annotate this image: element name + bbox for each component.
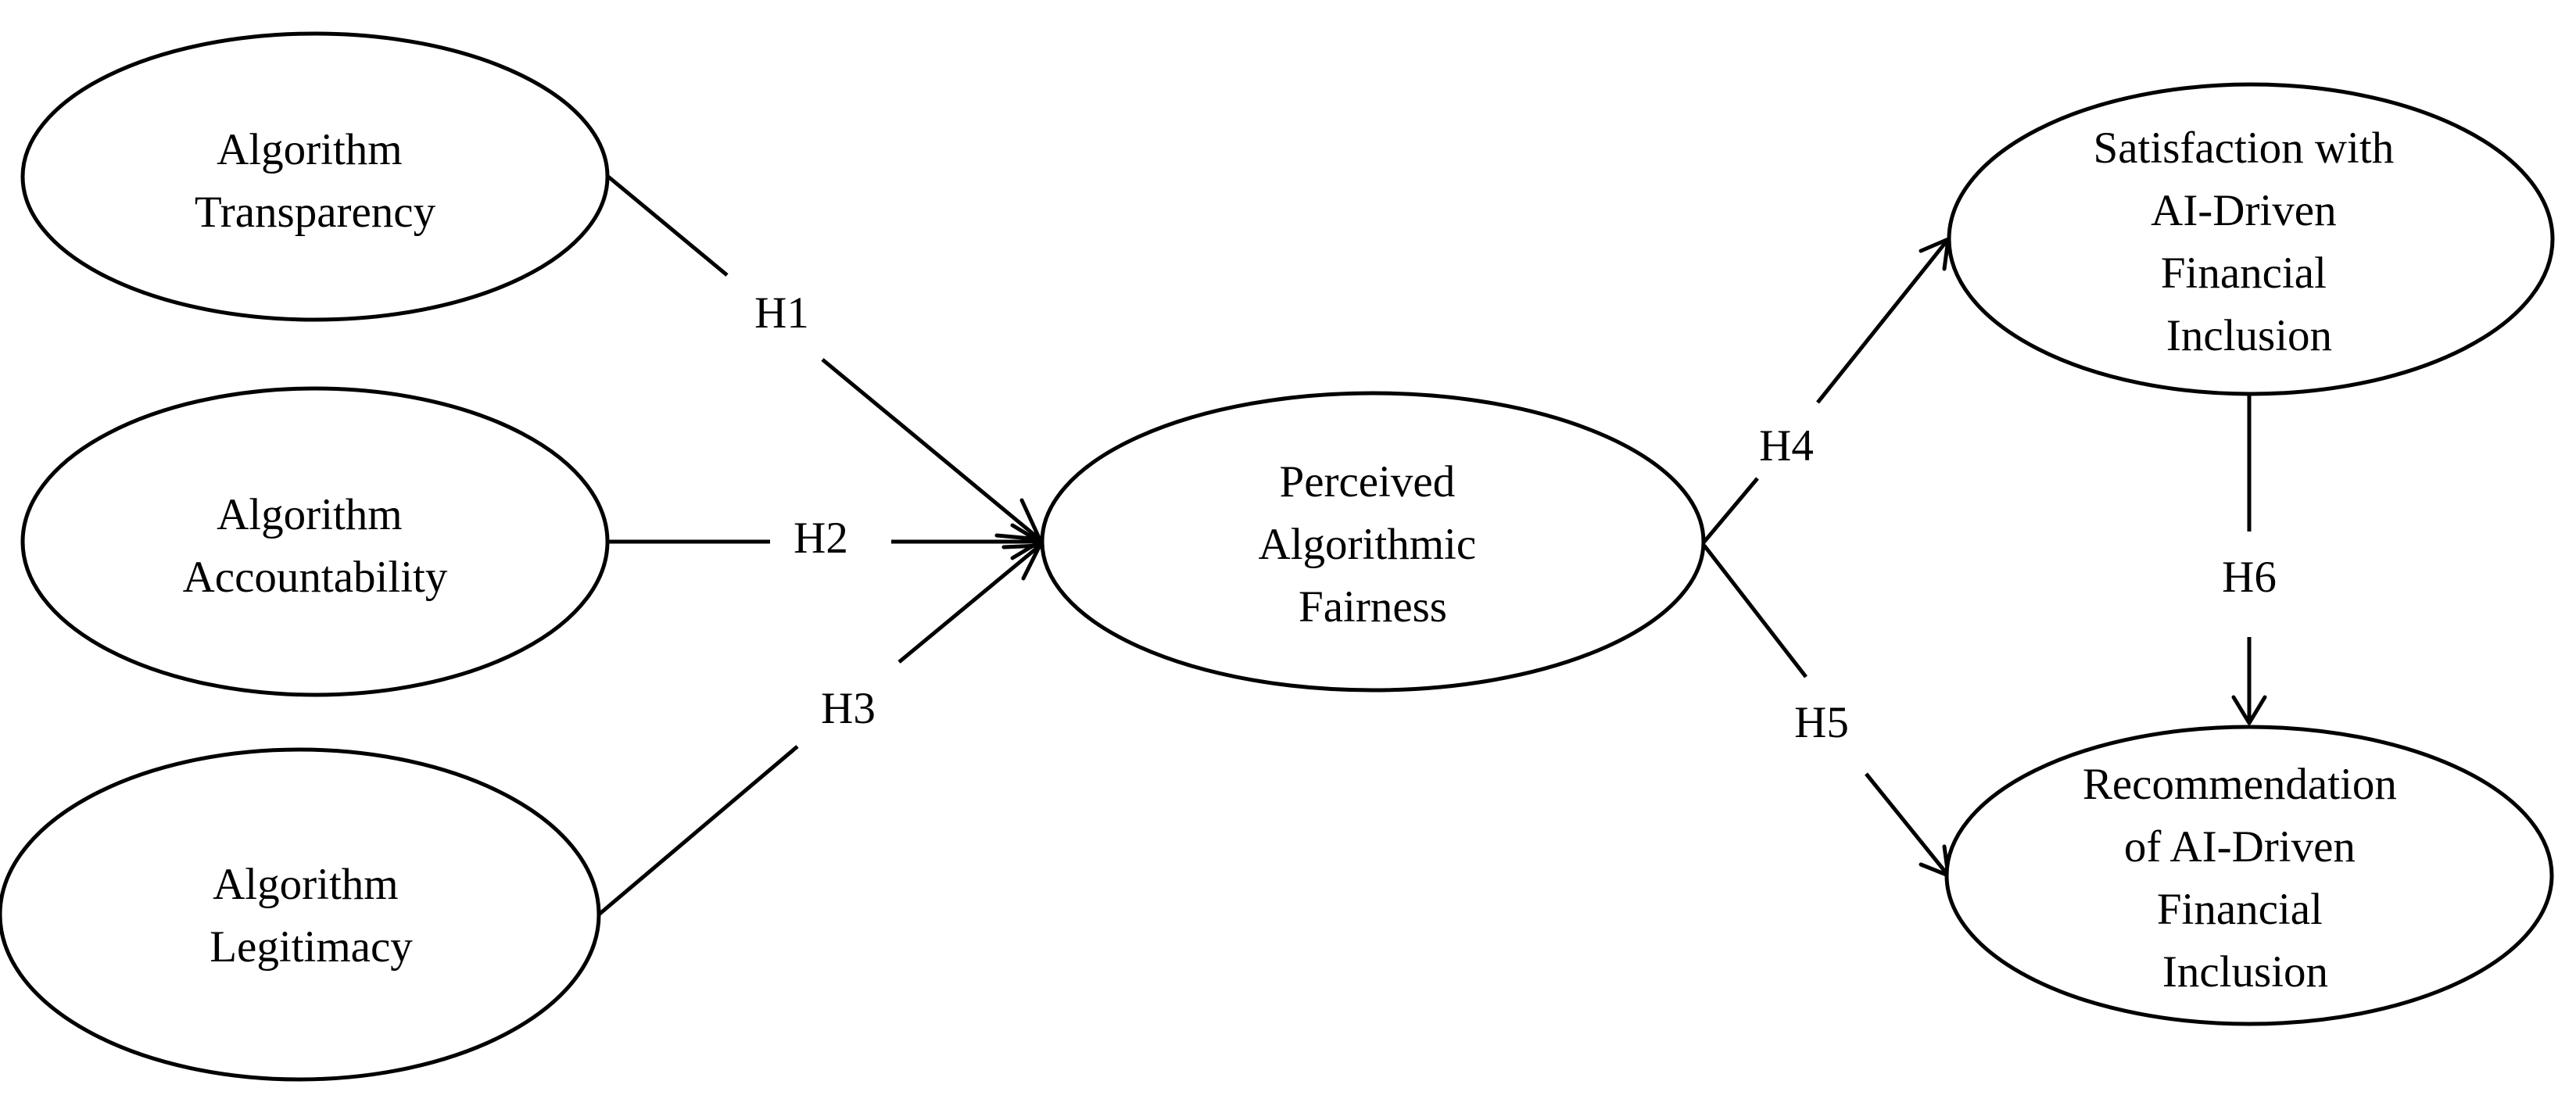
node-label-line: Algorithm (217, 125, 403, 174)
node-label-line: of AI-Driven (2124, 822, 2356, 872)
node-recommendation: Recommendation of AI-Driven Financial In… (1944, 725, 2554, 1026)
node-label-line: Perceived (1280, 457, 1456, 506)
node-perceived-algorithmic-fairness: Perceived Algorithmic Fairness (1040, 391, 1706, 693)
node-label-line: Legitimacy (210, 922, 413, 972)
h2-label: H2 (794, 514, 848, 563)
svg-text:Perceived Algorithmic: Perceived Algorithmic Fairness (1259, 457, 1488, 632)
node-satisfaction: Satisfaction with AI-Driven Financial In… (1947, 82, 2555, 396)
node-label-line: Inclusion (2162, 947, 2328, 997)
svg-text:Algorithm Transparency: Algorithm Transparency (195, 125, 436, 237)
node-label-line: Inclusion (2166, 311, 2332, 360)
h1-label: H1 (754, 288, 809, 338)
edge-h4 (1703, 237, 1951, 543)
node-label-line: Algorithmic (1259, 520, 1477, 569)
edge-h1 (607, 175, 1042, 542)
node-label-line: Fairness (1299, 582, 1447, 632)
svg-text:Recommendation of AI-Dri: Recommendation of AI-Driven Financial In… (2083, 760, 2408, 997)
h6-label: H6 (2222, 553, 2277, 602)
node-label-line: Financial (2161, 249, 2327, 298)
edge-h3 (597, 543, 1042, 916)
node-label-line: AI-Driven (2151, 186, 2336, 235)
h3-label: H3 (821, 684, 876, 733)
node-algorithm-legitimacy: Algorithm Legitimacy (0, 747, 601, 1082)
node-label-line: Algorithm (217, 490, 403, 539)
h5-label: H5 (1794, 698, 1849, 747)
svg-text:Satisfaction with AI-Dri: Satisfaction with AI-Driven Financial In… (2094, 123, 2406, 360)
node-label-line: Satisfaction with (2094, 123, 2395, 173)
node-algorithm-accountability: Algorithm Accountability (20, 386, 610, 697)
edge-h2 (608, 523, 1042, 560)
node-algorithm-transparency: Algorithm Transparency (20, 31, 610, 322)
h4-label: H4 (1759, 421, 1814, 471)
svg-text:Algorithm Legitimacy: Algorithm Legitimacy (210, 860, 413, 972)
node-label-line: Transparency (195, 188, 436, 237)
node-label-line: Financial (2157, 885, 2323, 934)
node-label-line: Algorithm (213, 860, 399, 909)
svg-text:Algorithm Accountability: Algorithm Accountability (183, 490, 448, 602)
node-label-line: Recommendation (2083, 760, 2397, 809)
node-label-line: Accountability (183, 553, 448, 602)
edge-h6 (2231, 395, 2267, 725)
